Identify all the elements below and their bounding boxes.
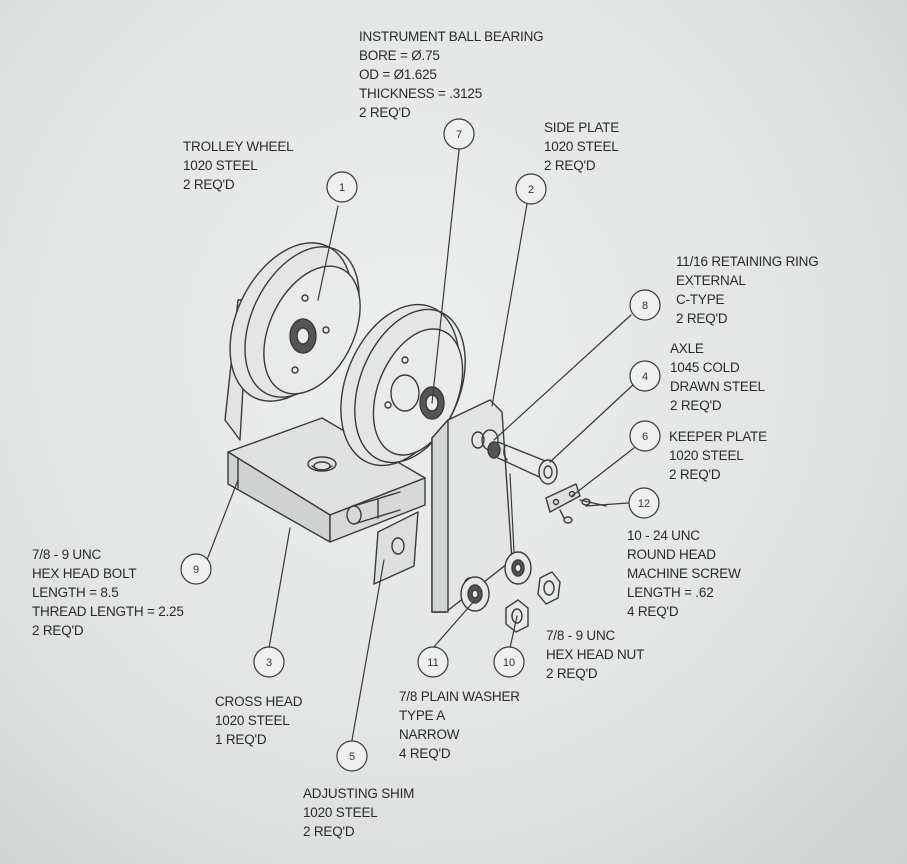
adjusting-shim-part [373,511,419,585]
balloon-8 [629,289,661,321]
note-line: 2 REQ'D [183,177,235,192]
note-line: BORE = Ø.75 [359,48,440,63]
note-line: EXTERNAL [676,273,746,288]
note-line: 2 REQ'D [676,311,728,326]
note-instrument-ball-bearing: INSTRUMENT BALL BEARING BORE = Ø.75 OD =… [359,27,544,122]
axle-part [471,431,558,485]
washers-nuts [460,551,561,633]
note-line: ROUND HEAD [627,547,716,562]
note-adjusting-shim: ADJUSTING SHIM 1020 STEEL 2 REQ'D [303,784,414,841]
note-line: NARROW [399,727,460,742]
note-line: 2 REQ'D [670,398,722,413]
note-line: DRAWN STEEL [670,379,765,394]
note-line: LENGTH = .62 [627,585,714,600]
balloon-2-number: 2 [528,184,534,196]
balloons [180,118,661,772]
balloon-2 [515,173,547,205]
note-line: 1020 STEEL [215,713,290,728]
note-plain-washer: 7/8 PLAIN WASHER TYPE A NARROW 4 REQ'D [399,687,520,763]
note-line: HEX HEAD BOLT [32,566,137,581]
note-line: LENGTH = 8.5 [32,585,119,600]
note-line: OD = Ø1.625 [359,67,437,82]
balloon-5 [336,740,368,772]
balloon-1-number: 1 [339,182,345,194]
note-line: 1020 STEEL [544,139,619,154]
balloon-11-number: 11 [427,657,438,669]
balloon-8-number: 8 [642,300,648,312]
note-line: ADJUSTING SHIM [303,786,415,801]
balloon-4 [629,360,661,392]
balloon-4-number: 4 [642,371,648,383]
note-line: HEX HEAD NUT [546,647,645,662]
note-line: 1045 COLD [670,360,740,375]
note-machine-screw: 10 - 24 UNC ROUND HEAD MACHINE SCREW LEN… [627,526,741,621]
note-line: KEEPER PLATE [669,429,767,444]
note-line: TYPE A [399,708,446,723]
note-line: INSTRUMENT BALL BEARING [359,29,544,44]
balloon-12 [628,487,660,519]
note-line: THREAD LENGTH = 2.25 [32,604,184,619]
note-line: 2 REQ'D [303,824,355,839]
note-line: SIDE PLATE [544,120,620,135]
note-line: AXLE [670,341,704,356]
balloon-12-number: 12 [638,498,650,510]
cross-head-part [227,417,426,543]
balloon-6 [629,420,661,452]
note-line: 2 REQ'D [544,158,596,173]
trolley-wheel-2 [340,303,466,467]
note-hex-head-bolt: 7/8 - 9 UNC HEX HEAD BOLT LENGTH = 8.5 T… [32,545,184,640]
balloon-10-number: 10 [503,657,515,669]
note-line: CROSS HEAD [215,694,303,709]
note-line: 7/8 - 9 UNC [546,628,616,643]
note-line: 7/8 - 9 UNC [32,547,102,562]
note-trolley-wheel: TROLLEY WHEEL 1020 STEEL 2 REQ'D [183,137,294,194]
note-line: THICKNESS = .3125 [359,86,483,101]
note-line: 1020 STEEL [303,805,378,820]
balloon-7 [443,118,475,150]
balloon-1 [326,171,358,203]
note-line: 4 REQ'D [627,604,679,619]
note-line: 2 REQ'D [32,623,84,638]
balloon-5-number: 5 [349,751,355,763]
balloon-10 [493,646,525,678]
note-line: 4 REQ'D [399,746,451,761]
note-hex-head-nut: 7/8 - 9 UNC HEX HEAD NUT 2 REQ'D [546,626,644,683]
balloon-11 [417,646,449,678]
balloon-3 [253,646,285,678]
balloon-7-number: 7 [456,129,462,141]
keeper-plate-part [545,483,607,524]
balloon-6-number: 6 [642,431,648,443]
note-side-plate: SIDE PLATE 1020 STEEL 2 REQ'D [544,118,619,175]
note-line: 7/8 PLAIN WASHER [399,689,520,704]
balloon-3-number: 3 [266,657,272,669]
leader-lines [204,149,635,741]
note-retaining-ring: 11/16 RETAINING RING EXTERNAL C-TYPE 2 R… [676,252,819,328]
note-line: 11/16 RETAINING RING [676,254,819,269]
note-line: 1020 STEEL [669,448,744,463]
note-axle: AXLE 1045 COLD DRAWN STEEL 2 REQ'D [670,339,765,415]
note-line: C-TYPE [676,292,725,307]
note-line: 2 REQ'D [546,666,598,681]
note-line: MACHINE SCREW [627,566,741,581]
note-line: 2 REQ'D [359,105,411,120]
balloon-9-number: 9 [193,564,199,576]
note-line: 10 - 24 UNC [627,528,700,543]
note-line: 1020 STEEL [183,158,258,173]
note-line: 2 REQ'D [669,467,721,482]
balloon-9 [180,553,212,585]
note-line: TROLLEY WHEEL [183,139,294,154]
note-line: 1 REQ'D [215,732,267,747]
balloon-numbers: 7 1 2 8 4 6 12 9 3 5 11 10 [193,129,650,763]
note-keeper-plate: KEEPER PLATE 1020 STEEL 2 REQ'D [669,427,767,484]
note-cross-head: CROSS HEAD 1020 STEEL 1 REQ'D [215,692,302,749]
